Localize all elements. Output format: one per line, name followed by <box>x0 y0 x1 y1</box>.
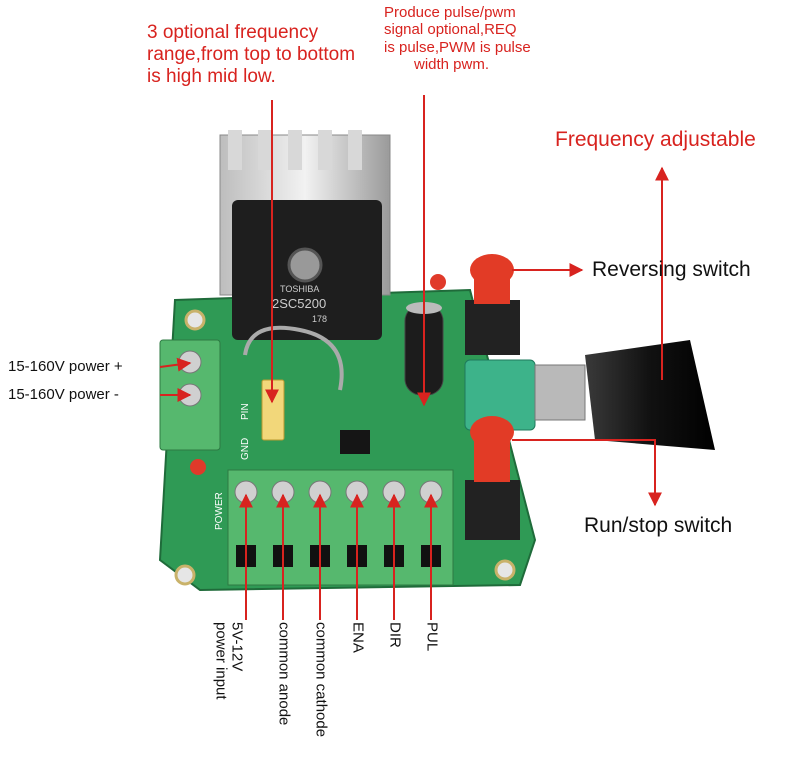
mount-hole <box>494 559 516 581</box>
freq-range-annotation: 3 optional frequency range,from top to b… <box>147 22 356 87</box>
power-plus-arrow <box>159 357 192 372</box>
terminal-label-pul: PUL <box>423 622 441 652</box>
terminal-label-power-input: 5V-12V <box>228 622 246 672</box>
signal-terminal-block <box>227 469 454 586</box>
screw <box>178 350 202 374</box>
transistor-code-text: 178 <box>312 314 327 324</box>
run-stop-switch-label: Run/stop switch <box>584 514 733 537</box>
mount-hole <box>174 564 196 586</box>
led <box>190 459 206 475</box>
diode-lead <box>243 325 344 391</box>
terminal-label-ena: ENA <box>349 622 367 653</box>
knob <box>585 340 715 450</box>
terminal-label-power-input-2: power input <box>212 622 230 700</box>
terminal-label-common-anode: common anode <box>275 622 293 726</box>
run-stop-arrow <box>512 439 662 507</box>
ic-chip <box>340 430 370 454</box>
freq-adjustable-label: Frequency adjustable <box>555 128 756 151</box>
gnd-marking: GND <box>240 438 251 460</box>
transistor-brand-text: TOSHIBA <box>280 284 319 294</box>
terminal-label-common-cathode: common cathode <box>312 622 330 738</box>
reversing-switch-label: Reversing switch <box>592 258 751 281</box>
power-transistor: TOSHIBA 2SC5200 178 <box>232 200 382 340</box>
pot-shaft <box>534 364 586 421</box>
pin-marking: PIN <box>240 403 251 420</box>
power-plus-label: 15-160V power + <box>8 358 123 375</box>
power-marking: POWER <box>214 492 225 530</box>
power-minus-label: 15-160V power - <box>8 386 119 403</box>
led <box>430 274 446 290</box>
transistor-model-text: 2SC5200 <box>272 296 326 311</box>
terminal-label-dir: DIR <box>386 622 404 648</box>
mount-hole <box>184 309 206 331</box>
pulse-mode-annotation: Produce pulse/pwm signal optional,REQ is… <box>384 4 531 73</box>
